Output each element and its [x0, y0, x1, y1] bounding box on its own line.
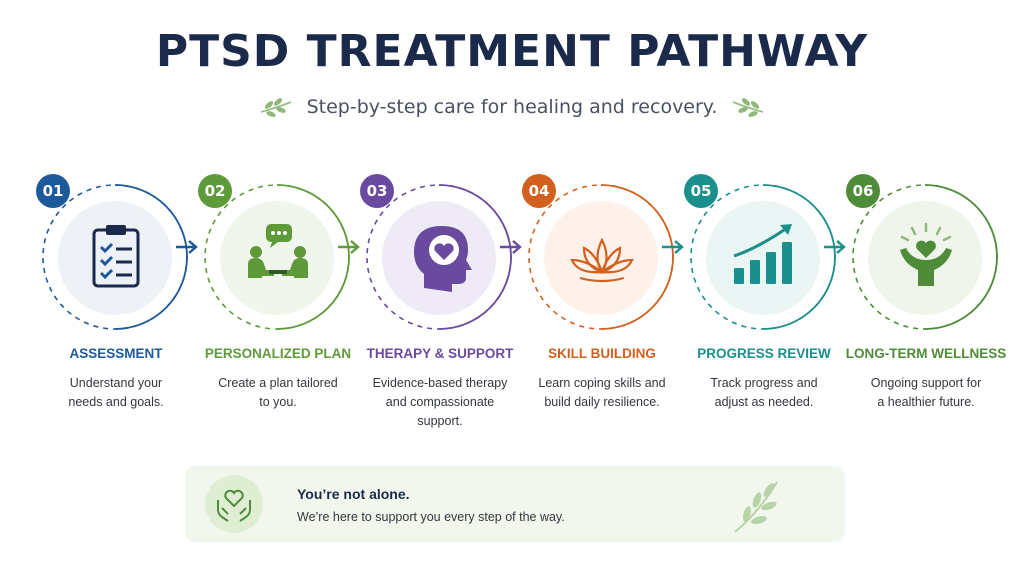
- step-number-badge: 05: [684, 174, 718, 208]
- step-ring: [690, 184, 836, 330]
- person-heart-icon: [900, 222, 952, 286]
- hands-heart-icon: [217, 489, 251, 522]
- leaf-branch-icon: [734, 481, 778, 533]
- arrow-right-icon: [500, 240, 522, 254]
- step-long-term-wellness: 06 LONG-TERM WELLNESS Ongoing support fo…: [846, 168, 1006, 438]
- step-number-badge: 03: [360, 174, 394, 208]
- step-personalized-plan: 02 PERSONALIZED PLAN Create a plan tailo…: [198, 168, 358, 438]
- step-title: SKILL BUILDING: [548, 346, 656, 361]
- step-circle: [544, 201, 658, 315]
- step-title: LONG-TERM WELLNESS: [845, 346, 1007, 361]
- lotus-icon: [570, 237, 634, 283]
- step-therapy-support: 03 THERAPY & SUPPORT Evidence-based ther…: [360, 168, 520, 438]
- step-skill-building: 04 SKILL BUILDING Learn coping skills an…: [522, 168, 682, 438]
- step-title: ASSESSMENT: [69, 346, 163, 361]
- step-circle: [58, 201, 172, 315]
- step-number-badge: 01: [36, 174, 70, 208]
- step-ring: [366, 184, 512, 330]
- growth-chart-icon: [733, 224, 792, 284]
- support-banner: You’re not alone. We’re here to support …: [185, 466, 845, 542]
- banner-icon-circle: [205, 475, 263, 533]
- step-title: PROGRESS REVIEW: [697, 346, 831, 361]
- leaf-sprig-left-icon: [260, 98, 291, 117]
- step-circle: [868, 201, 982, 315]
- step-ring: [204, 184, 350, 330]
- banner-text: We’re here to support you every step of …: [297, 510, 565, 524]
- arrow-right-icon: [176, 240, 198, 254]
- clipboard-checklist-icon: [92, 225, 140, 288]
- step-number-badge: 02: [198, 174, 232, 208]
- arrow-right-icon: [338, 240, 360, 254]
- step-number-badge: 06: [846, 174, 880, 208]
- step-ring: [42, 184, 188, 330]
- head-heart-icon: [414, 226, 472, 292]
- arrow-right-icon: [824, 240, 846, 254]
- step-title: PERSONALIZED PLAN: [204, 346, 352, 361]
- subtitle-row: Step-by-step care for healing and recove…: [0, 92, 1024, 122]
- leaf-sprig-right-icon: [733, 98, 764, 117]
- page-title: PTSD TREATMENT PATHWAY: [155, 26, 869, 77]
- step-circle: [706, 201, 820, 315]
- page-subtitle: Step-by-step care for healing and recove…: [306, 96, 718, 118]
- conversation-people-icon: [248, 224, 308, 278]
- step-title: THERAPY & SUPPORT: [366, 346, 514, 361]
- step-circle: [220, 201, 334, 315]
- step-ring: [852, 184, 998, 330]
- step-ring: [528, 184, 674, 330]
- arrow-right-icon: [662, 240, 684, 254]
- step-number-badge: 04: [522, 174, 556, 208]
- banner-title: You’re not alone.: [297, 486, 410, 502]
